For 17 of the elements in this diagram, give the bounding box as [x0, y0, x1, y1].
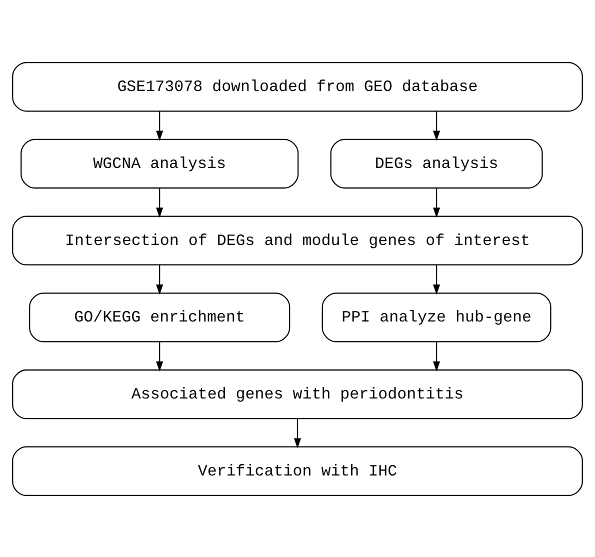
arrow	[432, 110, 440, 140]
arrow	[432, 341, 440, 372]
node-box: GO/KEGG enrichment	[29, 292, 290, 342]
arrow	[156, 110, 164, 140]
node-box: Associated genes with periodontitis	[12, 368, 583, 419]
arrow	[156, 264, 164, 294]
arrow	[156, 341, 164, 372]
node-box: DEGs analysis	[330, 138, 543, 188]
node-box: Verification with IHC	[12, 446, 583, 496]
node-box: WGCNA analysis	[20, 138, 299, 188]
arrow	[294, 418, 302, 448]
node-box: GSE173078 downloaded from GEO database	[12, 61, 583, 112]
arrow	[432, 188, 440, 218]
node-box: Intersection of DEGs and module genes of interest	[12, 215, 583, 265]
arrow	[432, 264, 440, 294]
node-box: PPI analyze hub-gene	[322, 292, 552, 342]
arrow	[156, 188, 164, 218]
